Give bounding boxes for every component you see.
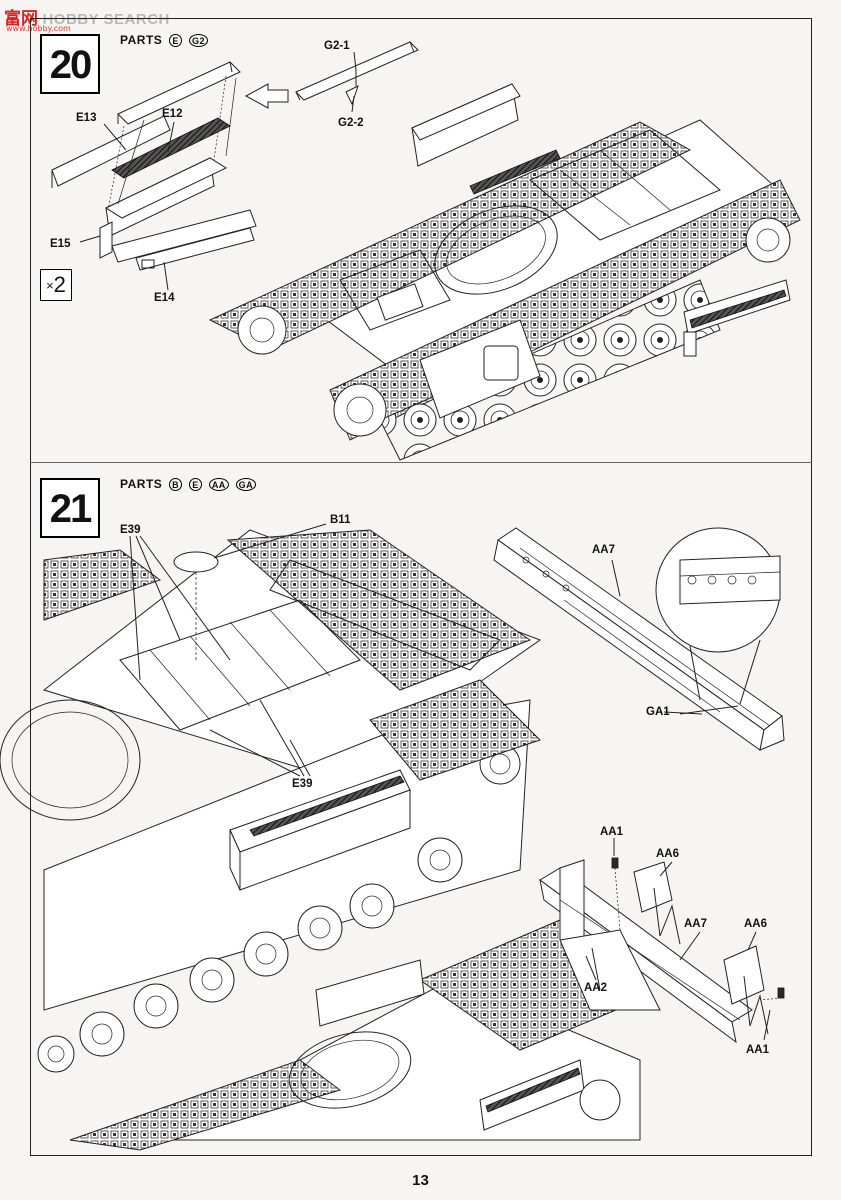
quantity-multiplier: ×2 <box>40 269 72 301</box>
callout-leaders <box>79 51 771 1041</box>
callout-ga1: GA1 <box>646 706 670 718</box>
step21-lower-assembly <box>69 857 785 1151</box>
callout-aa1-top: AA1 <box>600 826 624 838</box>
watermark-chinese-char: 富 <box>4 9 21 29</box>
step-21-parts-label: PARTS <box>120 477 163 491</box>
callout-aa7-top: AA7 <box>592 544 616 556</box>
step-20-parts: PARTS E G2 <box>120 33 208 48</box>
step-21-part-AA: AA <box>208 478 229 492</box>
step-21-part-B: B <box>169 478 183 492</box>
step20-exploded-parts <box>51 41 419 271</box>
callout-aa6-left: AA6 <box>656 848 680 860</box>
step-20-number: 20 <box>40 34 100 94</box>
watermark-logo: 富网 HOBBY SEARCH www.hobby.com <box>4 4 170 34</box>
callout-e39-bottom: E39 <box>292 778 313 790</box>
callout-g2-2: G2-2 <box>338 117 364 129</box>
watermark-chinese-char-2: 网 <box>21 9 38 29</box>
callout-aa1-bottom: AA1 <box>746 1044 770 1056</box>
watermark-text: HOBBY SEARCH <box>42 11 170 28</box>
step-21-number: 21 <box>40 478 100 538</box>
callout-e12: E12 <box>162 108 183 120</box>
step-20-part-E: E <box>169 34 183 48</box>
step20-tank-hull <box>208 83 801 461</box>
callout-e14: E14 <box>154 292 175 304</box>
callout-e13: E13 <box>76 112 97 124</box>
page-number: 13 <box>412 1172 429 1189</box>
callout-aa2: AA2 <box>584 982 608 994</box>
step-21-part-E: E <box>188 478 202 492</box>
step-20-parts-label: PARTS <box>120 33 163 47</box>
callout-b11: B11 <box>330 514 351 526</box>
quantity-value: 2 <box>53 272 66 297</box>
step-20-part-G2: G2 <box>188 34 208 48</box>
callout-aa6-right: AA6 <box>744 918 768 930</box>
step21-tank-hull <box>0 529 542 1073</box>
step-21-parts: PARTS B E AA GA <box>120 477 257 492</box>
callout-e15: E15 <box>50 238 71 250</box>
step21-aa7-frame <box>493 527 785 751</box>
watermark-url: www.hobby.com <box>6 24 71 33</box>
callout-g2-1: G2-1 <box>324 40 350 52</box>
step-divider <box>30 462 812 463</box>
page-frame <box>30 18 812 1156</box>
step-21-part-GA: GA <box>235 478 257 492</box>
callout-aa7-bottom: AA7 <box>684 918 708 930</box>
callout-e39-top: E39 <box>120 524 141 536</box>
